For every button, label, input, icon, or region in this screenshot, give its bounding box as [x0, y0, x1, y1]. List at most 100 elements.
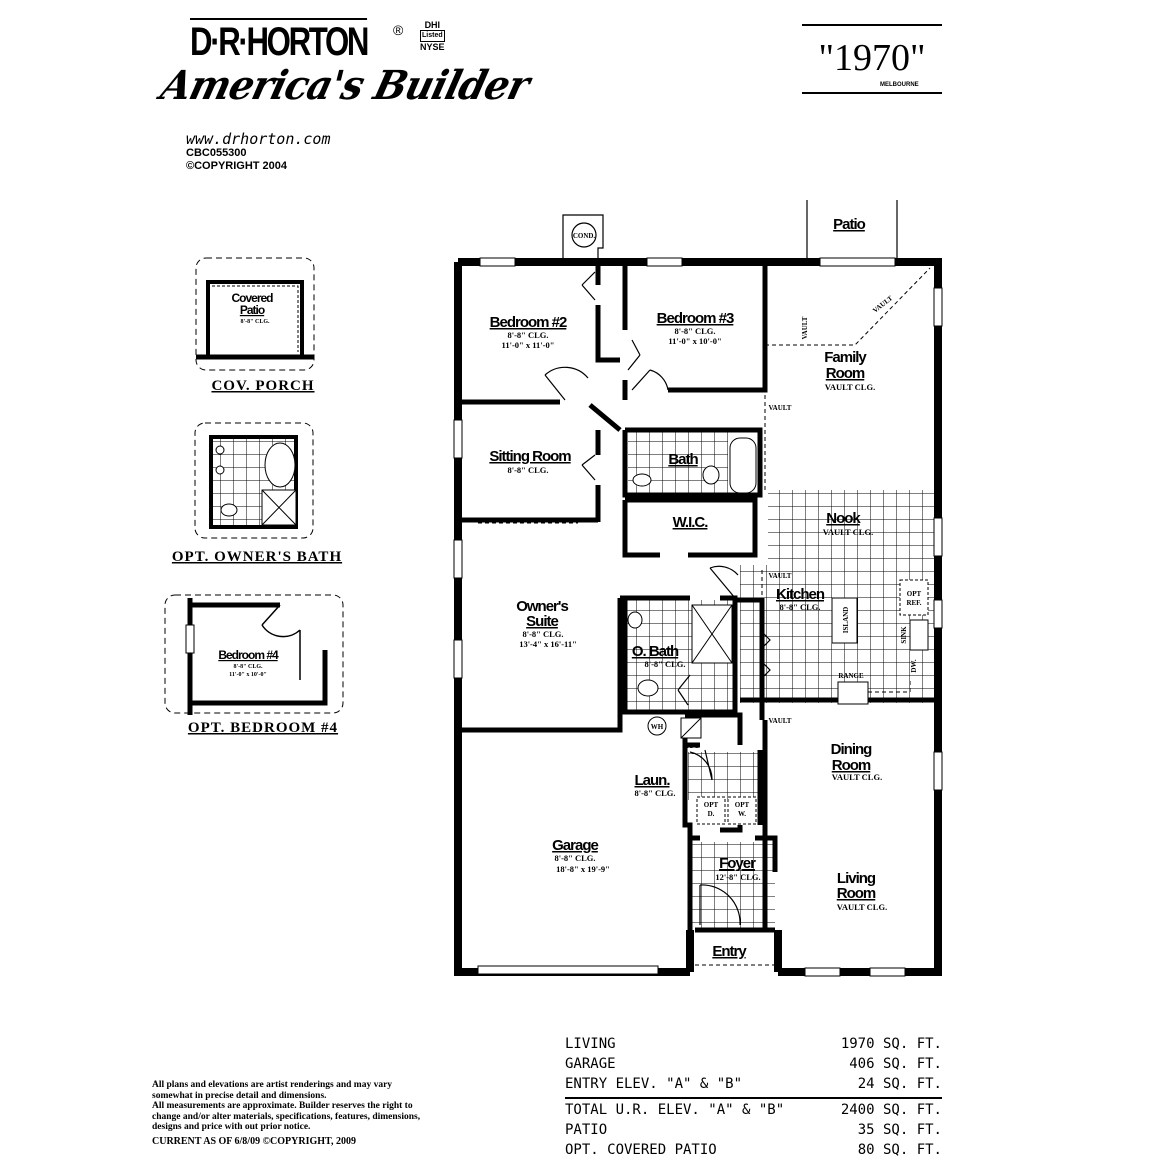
bedroom2-ceiling: 8'-8" CLG.	[507, 330, 548, 340]
disclaimer-line: All measurements are approximate. Builde…	[152, 1101, 413, 1111]
inset-covered-porch: Covered Patio 8'-8" CLG. COV. PORCH	[195, 257, 315, 394]
license-info: CBC055300 ©COPYRIGHT 2004	[186, 147, 287, 173]
wh-label: WH	[651, 723, 664, 731]
area-unit: SQ. FT.	[882, 1142, 942, 1158]
water-heater-icon	[647, 716, 667, 736]
kitchen-island	[831, 597, 858, 644]
copyright-2004: ©COPYRIGHT 2004	[186, 160, 288, 172]
wic-label: W.I.C.	[673, 514, 709, 531]
area-label: LIVING	[565, 1036, 616, 1052]
sink-icon	[632, 473, 652, 487]
laundry-tile	[688, 752, 758, 800]
opt-owners-bath-title: OPT. OWNER'S BATH	[172, 549, 342, 565]
area-value: 406	[849, 1056, 875, 1072]
badge-dhi: DHI	[424, 20, 441, 30]
opt-ref-label-2: REF.	[906, 599, 921, 607]
bedroom3-ceiling: 8'-8" CLG.	[674, 326, 715, 336]
area-divider	[565, 1097, 942, 1099]
nyse-listing-badge: DHI Listed NYSE	[420, 20, 445, 52]
area-label: OPT. COVERED PATIO	[565, 1142, 717, 1158]
room-labels: Patio COND. Bedroom #2 8'-8" CLG. 11'-0"…	[489, 216, 921, 960]
dining-label-1: Dining	[831, 741, 872, 758]
disclaimer-line: change and/or alter materials, specifica…	[152, 1111, 421, 1122]
bathtub-icon	[729, 437, 757, 494]
covered-patio-ceiling: 8'-8" CLG.	[241, 319, 270, 325]
vault-label: VAULT	[871, 294, 894, 315]
area-row-entry: ENTRY ELEV. "A" & "B"24 SQ. FT.	[565, 1074, 942, 1094]
fixtures	[627, 437, 929, 825]
area-unit: SQ. FT.	[882, 1036, 942, 1052]
area-unit: SQ. FT.	[882, 1122, 942, 1138]
living-label-2: Room	[837, 885, 876, 902]
cov-porch-title: COV. PORCH	[211, 378, 314, 394]
owners-suite-ceiling: 8'-8" CLG.	[522, 629, 563, 639]
vault-label: VAULT	[769, 717, 792, 725]
sitting-room-label: Sitting Room	[489, 448, 571, 465]
opt-refrigerator	[899, 579, 929, 616]
opt-washer-label-2: W.	[738, 810, 746, 818]
foyer-tile	[690, 842, 775, 930]
inset-owners-bath: OPT. OWNER'S BATH	[172, 422, 342, 565]
area-value: 80	[857, 1142, 875, 1158]
opt-dryer-label-2: D.	[708, 810, 715, 818]
disclaimer-line: somewhat in precise detail and dimension…	[152, 1090, 327, 1101]
badge-nyse: NYSE	[420, 42, 445, 52]
interior-walls	[462, 266, 935, 970]
obath-toilet-icon	[637, 679, 659, 697]
sink-label: SINK	[900, 626, 908, 644]
family-label-2: Room	[826, 365, 865, 382]
opt-bedroom4-title: OPT. BEDROOM #4	[188, 720, 338, 736]
owners-suite-label-2: Suite	[526, 613, 558, 630]
bedroom2-label: Bedroom #2	[490, 314, 567, 331]
opt-dryer-label-1: OPT	[704, 801, 719, 809]
bedroom3-label: Bedroom #3	[657, 310, 734, 327]
nook-label: Nook	[826, 510, 861, 527]
windows	[453, 257, 943, 977]
bedroom3-dims: 11'-0" x 10'-0"	[668, 336, 721, 346]
dishwasher-label: DW.	[910, 659, 918, 672]
garage-dims: 18'-8" x 19'-9"	[556, 864, 610, 874]
bedroom2-dims: 11'-0" x 11'-0"	[502, 340, 555, 350]
disclaimer-line: All plans and elevations are artist rend…	[152, 1080, 393, 1090]
covered-patio-label-2: Patio	[240, 303, 265, 317]
area-label: TOTAL U.R. ELEV. "A" & "B"	[565, 1102, 785, 1118]
area-label: ENTRY ELEV. "A" & "B"	[565, 1076, 743, 1092]
bath-label: Bath	[668, 451, 698, 468]
patio-outline	[806, 200, 898, 265]
area-unit: SQ. FT.	[882, 1056, 942, 1072]
owners-suite-label-1: Owner's	[516, 598, 568, 615]
bedroom4-dims: 11'-0" x 10'-0"	[229, 672, 267, 678]
nook-ceiling: VAULT CLG.	[823, 527, 873, 537]
website-link[interactable]: www.drhorton.com	[186, 130, 331, 148]
entry-label: Entry	[712, 943, 747, 960]
covered-patio-label-1: Covered	[231, 291, 273, 305]
plan-name-box	[802, 24, 942, 94]
plan-location: MELBOURNE	[880, 82, 919, 88]
garage-label: Garage	[552, 837, 598, 854]
island-label: ISLAND	[842, 607, 850, 633]
area-value: 2400	[840, 1102, 875, 1118]
laundry-ceiling: 8'-8" CLG.	[634, 788, 675, 798]
disclaimer-line: designs and price with out prior notice.	[152, 1122, 311, 1132]
opt-ref-label-1: OPT	[907, 590, 922, 598]
sitting-room-ceiling: 8'-8" CLG.	[507, 465, 548, 475]
nook-tile	[768, 490, 935, 570]
obath-ceiling: 8'-8" CLG.	[644, 659, 685, 669]
registered-mark: ®	[393, 22, 404, 38]
inset-bedroom4: Bedroom #4 8'-8" CLG. 11'-0" x 10'-0" OP…	[164, 594, 344, 736]
vault-label: VAULT	[769, 572, 792, 580]
vault-label: VAULT	[801, 316, 809, 339]
doors	[544, 271, 771, 926]
area-label: GARAGE	[565, 1056, 616, 1072]
family-label-1: Family	[824, 349, 867, 366]
badge-listed: Listed	[420, 30, 445, 42]
opt-washer	[727, 796, 757, 825]
dining-ceiling: VAULT CLG.	[832, 772, 882, 782]
area-row-total: TOTAL U.R. ELEV. "A" & "B"2400 SQ. FT.	[565, 1100, 942, 1120]
opt-washer-label-1: OPT	[735, 801, 750, 809]
toilet-icon	[702, 465, 720, 485]
laundry-label: Laun.	[635, 772, 671, 789]
